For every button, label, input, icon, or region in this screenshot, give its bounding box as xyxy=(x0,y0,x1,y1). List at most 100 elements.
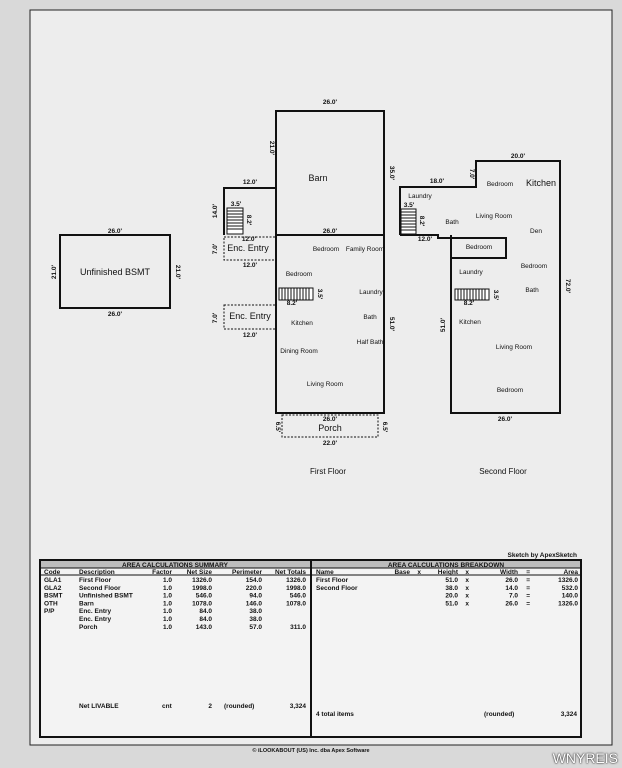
barn-dim-top: 26.0' xyxy=(323,99,338,106)
breakdown-cell: = xyxy=(526,593,530,600)
ff-room-family: Family Room xyxy=(346,246,384,253)
breakdown-items: 4 total items xyxy=(316,711,354,718)
summary-cell: Enc. Entry xyxy=(79,608,112,615)
summary-cell: 154.0 xyxy=(246,577,263,584)
summary-cell: 1326.0 xyxy=(286,577,306,584)
summary-header-cell: Description xyxy=(79,569,115,576)
second-floor-caption: Second Floor xyxy=(479,467,527,476)
enc-entry-2-dim-left: 7.0' xyxy=(212,312,219,323)
porch-dim-top: 26.0' xyxy=(323,416,338,423)
breakdown-header-cell: Height xyxy=(438,569,459,576)
breakdown-header-cell: Area xyxy=(564,569,579,576)
breakdown-cell: 532.0 xyxy=(562,585,579,592)
summary-cell: 1078.0 xyxy=(286,600,306,607)
ff-room-dining: Dining Room xyxy=(280,348,318,355)
sf-dim-bottom: 26.0' xyxy=(498,416,513,423)
porch-dim-left: 6.5' xyxy=(274,422,281,433)
summary-header-cell: Code xyxy=(44,569,61,576)
barn-label: Barn xyxy=(308,173,327,183)
summary-header-cell: Net Size xyxy=(187,569,213,576)
enc-entry-1-dim-left: 7.0' xyxy=(212,243,219,254)
sf-room-living-1: Living Room xyxy=(476,213,512,220)
summary-header-cell: Perimeter xyxy=(232,569,262,576)
summary-cell: OTH xyxy=(44,600,58,607)
sf-dim-35b: 3.5' xyxy=(492,290,499,301)
ff-dim-35: 3.5' xyxy=(316,289,323,300)
sf-dim-12: 12.0' xyxy=(418,236,433,243)
sf-room-laundry-2: Laundry xyxy=(459,269,483,276)
sf-room-kitchen: Kitchen xyxy=(526,178,556,188)
summary-cell: 1078.0 xyxy=(192,600,212,607)
sf-room-kitchen-2: Kitchen xyxy=(459,319,481,326)
summary-cell: 84.0 xyxy=(199,616,212,623)
breakdown-cell: First Floor xyxy=(316,577,349,584)
basement-dim-top: 26.0' xyxy=(108,228,123,235)
breakdown-cell: x xyxy=(465,585,469,592)
enc-entry-2-dim-bottom: 12.0' xyxy=(243,332,258,339)
net-livable-label: Net LIVABLE xyxy=(79,703,119,710)
summary-cell: 38.0 xyxy=(249,616,262,623)
sf-room-bedroom-1: Bedroom xyxy=(487,181,513,188)
breakdown-header-cell: x xyxy=(417,569,421,576)
summary-cell: 57.0 xyxy=(249,624,262,631)
sf-dim-right: 72.0' xyxy=(564,279,571,294)
summary-cell: 94.0 xyxy=(249,593,262,600)
summary-cell: BSMT xyxy=(44,593,62,600)
breakdown-cell: 26.0 xyxy=(505,577,518,584)
breakdown-cell: 1326.0 xyxy=(558,600,578,607)
summary-cell: 1.0 xyxy=(163,577,172,584)
summary-cell: 220.0 xyxy=(246,585,263,592)
breakdown-cell: x xyxy=(465,593,469,600)
breakdown-header-cell: Name xyxy=(316,569,334,576)
sf-dim-18: 18.0' xyxy=(430,178,445,185)
summary-cell: 546.0 xyxy=(196,593,213,600)
enc-entry-1-label: Enc. Entry xyxy=(227,243,269,253)
basement-dim-left: 21.0' xyxy=(51,264,58,279)
barn-plan: Barn 26.0' 21.0' 35.0' 12.0' 14.0' 3.5' … xyxy=(212,99,395,243)
net-livable-cnt: 2 xyxy=(208,703,212,710)
basement-plan: Unfinished BSMT 26.0' 26.0' 21.0' 21.0' xyxy=(51,228,181,318)
summary-cell: GLA1 xyxy=(44,577,62,584)
barn-dim-right: 35.0' xyxy=(388,166,395,181)
summary-cell: 1326.0 xyxy=(192,577,212,584)
breakdown-cell: 140.0 xyxy=(562,593,579,600)
sf-room-living-2: Living Room xyxy=(496,344,532,351)
breakdown-header-cell: = xyxy=(526,569,530,576)
net-livable-rounded: (rounded) xyxy=(224,703,254,710)
porch-dim-right: 6.5' xyxy=(381,422,388,433)
sf-room-den: Den xyxy=(530,228,542,235)
summary-cell: 38.0 xyxy=(249,608,262,615)
summary-cell: 1998.0 xyxy=(192,585,212,592)
summary-title: AREA CALCULATIONS SUMMARY xyxy=(122,562,229,569)
summary-cell: 1.0 xyxy=(163,608,172,615)
sf-room-laundry-1: Laundry xyxy=(408,193,432,200)
first-floor-caption: First Floor xyxy=(310,467,346,476)
ff-room-laundry: Laundry xyxy=(359,289,383,296)
watermark: WNYREIS xyxy=(552,750,618,766)
breakdown-cell: x xyxy=(465,600,469,607)
summary-cell: 1.0 xyxy=(163,600,172,607)
sf-room-bath-1: Bath xyxy=(445,219,459,226)
breakdown-total: 3,324 xyxy=(561,711,578,718)
summary-cell: P/P xyxy=(44,608,55,615)
sf-room-bedroom-3: Bedroom xyxy=(521,263,547,270)
sf-dim-82b: 8.2' xyxy=(464,300,475,307)
breakdown-cell: = xyxy=(526,585,530,592)
summary-cell: Barn xyxy=(79,600,94,607)
breakdown-cell: 26.0 xyxy=(505,600,518,607)
copyright-line: © iLOOKABOUT (US) Inc. dba Apex Software xyxy=(252,747,369,754)
sf-dim-left: 51.0' xyxy=(440,317,447,332)
summary-cell: 146.0 xyxy=(246,600,263,607)
net-livable-total: 3,324 xyxy=(290,703,307,710)
breakdown-header-cell: x xyxy=(465,569,469,576)
breakdown-cell: 51.0 xyxy=(445,600,458,607)
sf-dim-35: 3.5' xyxy=(404,202,415,209)
summary-cell: 143.0 xyxy=(196,624,213,631)
enc-entry-1-dim-bottom: 12.0' xyxy=(243,262,258,269)
ff-room-living: Living Room xyxy=(307,381,343,388)
porch-dim-bottom: 22.0' xyxy=(323,440,338,447)
barn-dim-14: 14.0' xyxy=(212,203,219,218)
breakdown-cell: 1326.0 xyxy=(558,577,578,584)
